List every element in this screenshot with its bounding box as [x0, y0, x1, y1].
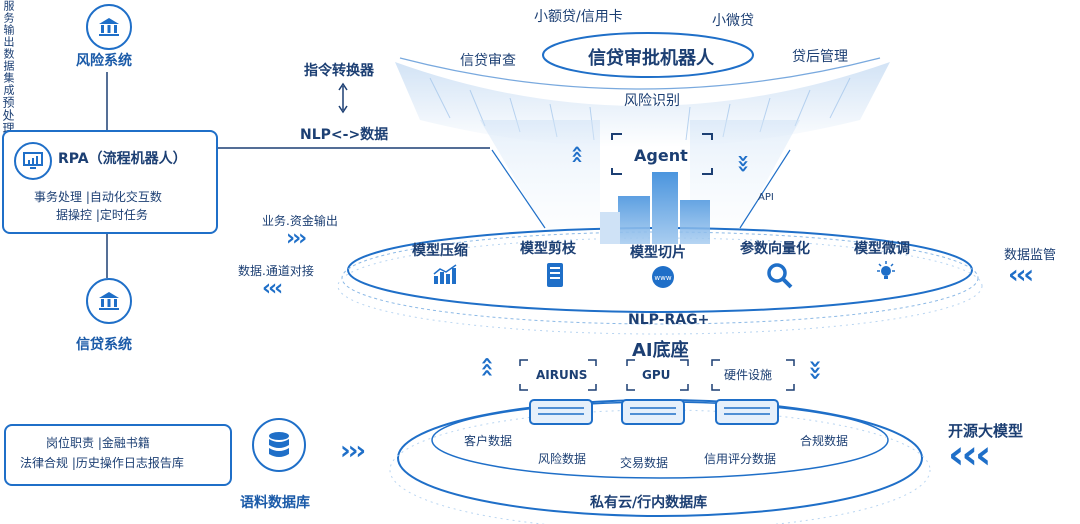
chip-airuns: AIRUNS	[536, 368, 588, 382]
chevron-left-icon: ‹‹‹	[1008, 260, 1034, 290]
building-icon	[600, 172, 710, 244]
database-icon	[252, 418, 306, 472]
corpus-db-label: 语料数据库	[240, 495, 310, 511]
corpus-line1: 岗位职责 |金融书籍	[46, 436, 150, 450]
data-channel-label: 数据.通道对接	[238, 264, 314, 278]
chevron-right-icon: ›››	[340, 436, 366, 466]
ai-base-title: AI底座	[632, 340, 689, 361]
label-risk-identify: 风险识别	[624, 93, 680, 109]
model-item: 参数向量化	[740, 241, 810, 257]
chevron-left-icon: ‹‹‹	[948, 432, 991, 478]
model-item: 模型切片	[630, 245, 686, 261]
instr-converter-label: 指令转换器	[304, 63, 374, 79]
top-ring-title: 信贷审批机器人	[588, 48, 714, 69]
chip-gpu: GPU	[642, 368, 671, 382]
chevron-down-icon: ›››	[802, 359, 828, 378]
nlp-data-label: NLP<->数据	[300, 127, 389, 143]
bar-chart-icon	[432, 264, 458, 290]
credit-system-label: 信贷系统	[76, 337, 132, 353]
rpa-line2: 据操控 |定时任务	[56, 208, 148, 222]
model-item: 模型剪枝	[520, 241, 576, 257]
chevron-right-icon: ›››	[286, 226, 307, 251]
private-cloud-label: 私有云/行内数据库	[590, 495, 708, 511]
chevron-up-icon: ›››	[563, 148, 588, 164]
agent-label: Agent	[634, 146, 688, 165]
label-micro-loan: 小微贷	[712, 13, 754, 29]
chevron-left-icon: ‹‹‹	[262, 276, 283, 301]
preprocess-label: 预处理	[1, 96, 15, 135]
monitor-chart-icon	[14, 142, 52, 180]
data-item: 合规数据	[800, 434, 849, 448]
svg-text:www: www	[654, 274, 671, 282]
lightbulb-icon	[874, 260, 898, 288]
rpa-title: RPA（流程机器人）	[58, 151, 187, 167]
server-icon	[546, 262, 564, 292]
api-label: API	[758, 192, 774, 203]
data-item: 信用评分数据	[704, 452, 777, 466]
data-monitor-label: 数据监管	[1004, 248, 1057, 263]
label-post-loan: 贷后管理	[792, 49, 848, 65]
corpus-line2: 法律合规 |历史操作日志报告库	[20, 456, 184, 470]
nlp-rag-label: NLP-RAG+	[628, 312, 710, 328]
bank-icon	[86, 4, 132, 50]
label-credit-review: 信贷审查	[460, 53, 516, 69]
rpa-box: RPA（流程机器人） 事务处理 |自动化交互数 据操控 |定时任务	[2, 130, 218, 234]
model-item: 模型压缩	[412, 243, 468, 259]
biz-output-label: 业务.资金输出	[262, 214, 338, 228]
chip-hardware: 硬件设施	[724, 368, 773, 382]
search-icon	[766, 262, 794, 294]
www-globe-icon: www	[650, 264, 676, 294]
model-item: 模型微调	[854, 241, 910, 257]
data-item: 客户数据	[464, 434, 513, 448]
rpa-line1: 事务处理 |自动化交互数	[34, 190, 162, 204]
data-integration-label: 数据集成	[2, 48, 15, 96]
service-output-label: 服务输出	[2, 0, 15, 48]
data-item: 风险数据	[538, 452, 587, 466]
risk-system-label: 风险系统	[76, 53, 132, 69]
bank-icon	[86, 278, 132, 324]
data-item: 交易数据	[620, 456, 669, 470]
chevron-down-icon: ›››	[731, 154, 756, 170]
corpus-box: 岗位职责 |金融书籍 法律合规 |历史操作日志报告库	[4, 424, 232, 486]
chevron-up-icon: ›››	[474, 359, 500, 378]
open-model-label: 开源大模型	[948, 422, 1024, 440]
label-small-loan: 小额贷/信用卡	[534, 9, 623, 25]
